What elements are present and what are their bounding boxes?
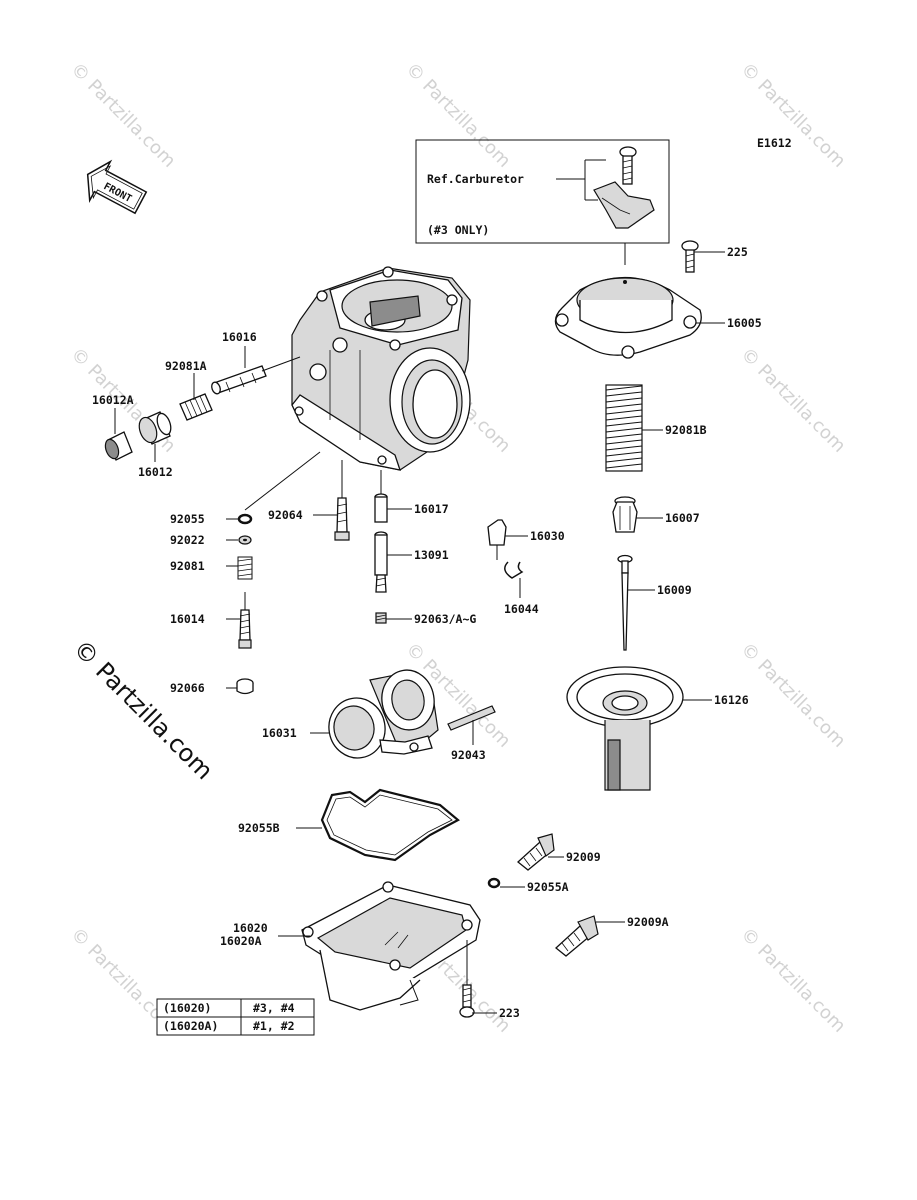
plug-16012: [138, 411, 172, 445]
part-number: 92064: [268, 508, 303, 522]
oring-92055A: [487, 877, 501, 889]
carburetor-body: [291, 266, 471, 471]
spring-92081B: [605, 384, 643, 472]
watermark: © Partzilla.com: [736, 59, 849, 172]
watermark: © Partzilla.com: [736, 639, 849, 752]
screw-223: [459, 940, 475, 1018]
watermark: © Partzilla.com: [401, 59, 514, 172]
part-number: 16030: [530, 529, 565, 543]
watermark: © Partzilla.com: [66, 59, 179, 172]
part-number: 16020A: [220, 934, 262, 948]
part-number: 16017: [414, 502, 449, 516]
pilot-screw-16016: [211, 356, 301, 395]
part-number: 16031: [262, 726, 297, 740]
part-number: 92055B: [238, 821, 280, 835]
washer-92022: [238, 535, 252, 545]
screw-92009A: [555, 915, 599, 957]
part-number: 16014: [170, 612, 205, 626]
table-cell-models: #1, #2: [253, 1019, 295, 1033]
part-number: 16007: [665, 511, 700, 525]
table-cell-part: (16020): [163, 1001, 211, 1015]
part-number: 16044: [504, 602, 539, 616]
part-number: 92081B: [665, 423, 707, 437]
part-number: 16012: [138, 465, 173, 479]
diaphragm-16126: [566, 666, 684, 791]
spring-92081A: [179, 393, 213, 421]
part-number: 92066: [170, 681, 205, 695]
watermark: © Partzilla.com: [736, 344, 849, 457]
diagram-code: E1612: [757, 136, 792, 150]
needle-jet-13091: [374, 531, 388, 593]
rod-92043: [447, 705, 496, 745]
jet-92064: [334, 460, 350, 541]
part-number: 92022: [170, 533, 205, 547]
cap-16012A: [104, 431, 133, 461]
part-number: 16012A: [92, 393, 134, 407]
screw-92009: [516, 833, 555, 871]
watermark-large: © Partzilla.com: [68, 634, 219, 785]
jet-16017: [374, 470, 388, 523]
part-number: 92055: [170, 512, 205, 526]
part-number: 92009A: [627, 915, 669, 929]
part-number: 92055A: [527, 880, 569, 894]
reference-label: Ref.Carburetor: [427, 172, 524, 186]
part-number: 16016: [222, 330, 257, 344]
gasket-92055B: [320, 788, 460, 862]
part-number: 13091: [414, 548, 449, 562]
part-number: 92009: [566, 850, 601, 864]
front-arrow: FRONT: [86, 159, 148, 215]
clip-16044: [504, 561, 524, 579]
needle-holder-16007: [612, 496, 638, 533]
part-number: 16005: [727, 316, 762, 330]
spring-92081: [237, 556, 253, 580]
reference-note: (#3 ONLY): [427, 223, 489, 237]
part-number: 92063/A~G: [414, 612, 476, 626]
part-number: 16009: [657, 583, 692, 597]
air-screw-16014: [238, 592, 252, 649]
part-number: 16020: [233, 921, 268, 935]
screw-225: [681, 240, 699, 273]
table-cell-part: (16020A): [163, 1019, 218, 1033]
jet-needle-16009: [617, 554, 633, 651]
float-bowl-16020: [301, 881, 481, 1011]
part-number: 225: [727, 245, 748, 259]
part-number: 92043: [451, 748, 486, 762]
oring-92055: [237, 513, 253, 525]
part-number: 16126: [714, 693, 749, 707]
watermark: © Partzilla.com: [736, 924, 849, 1037]
application-table: (16020) #3, #4 (16020A) #1, #2: [156, 998, 315, 1036]
table-cell-models: #3, #4: [253, 1001, 295, 1015]
cap-92066: [236, 678, 254, 695]
part-number: 92081: [170, 559, 205, 573]
float-valve-16030: [487, 519, 507, 560]
main-jet-92063: [375, 612, 387, 624]
part-labels: 225 16005 92081B 16007 16009 16126 16016…: [92, 245, 762, 1020]
part-number: 92081A: [165, 359, 207, 373]
reference-box: Ref.Carburetor (#3 ONLY): [415, 139, 670, 265]
watermark-layer: © Partzilla.com © Partzilla.com © Partzi…: [66, 59, 849, 1037]
top-cover-16005: [554, 276, 702, 359]
part-number: 223: [499, 1006, 520, 1020]
leader-line: [244, 451, 321, 511]
throttle-valve-16031: [328, 669, 439, 759]
